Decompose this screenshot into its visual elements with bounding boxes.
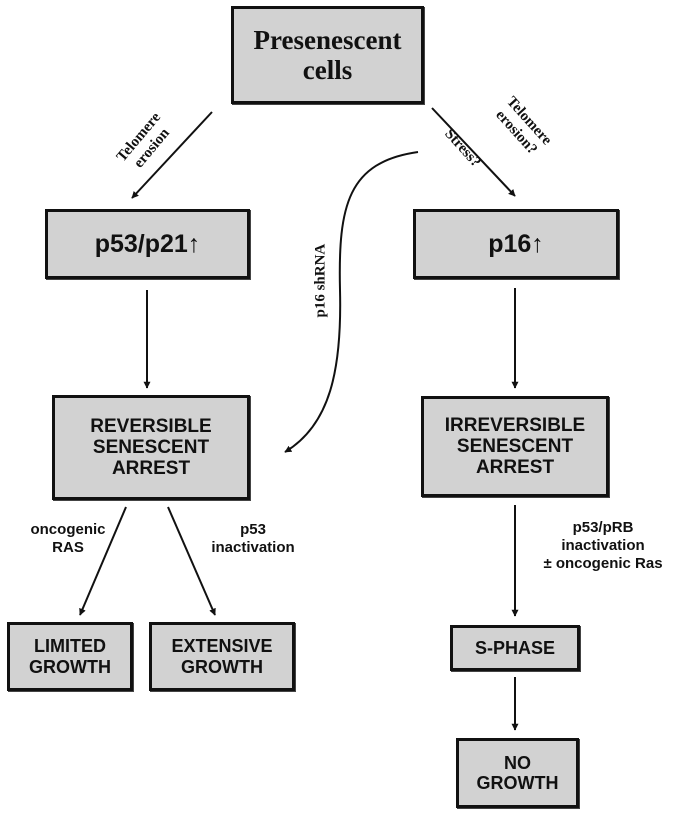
p53-prb-inactivation-label: p53/pRB inactivation ± oncogenic Ras (526, 519, 680, 573)
extensive-line-2: GROWTH (181, 656, 263, 677)
no-growth-line-2: GROWTH (476, 773, 559, 793)
oncogenic-ras-label: oncogenic RAS (18, 521, 118, 557)
presenescent-line-1: Presenescent (253, 24, 402, 55)
p53-p21-box: p53/p21↑ (45, 209, 250, 279)
extensive-line-1: EXTENSIVE (171, 636, 273, 657)
no-growth-line-1: NO (504, 752, 531, 773)
presenescent-line-2: cells (302, 55, 353, 85)
s-phase-label: S-PHASE (474, 637, 555, 658)
irreversible-line-2: SENESCENT (456, 435, 574, 457)
p53-prb-line-1: p53/pRB (572, 519, 634, 536)
p16-shrna-text: p16 shRNA (312, 243, 329, 318)
oncogenic-ras-line-1: oncogenic (30, 521, 106, 538)
irreversible-arrest-box: IRREVERSIBLE SENESCENT ARREST (421, 396, 609, 497)
p53-inactivation-line-2: inactivation (211, 539, 295, 556)
arrow-presenescent-to-p53p21 (131, 111, 213, 199)
p53-prb-line-3: ± oncogenic Ras (543, 555, 663, 572)
p53-p21-label: p53/p21↑ (94, 230, 201, 258)
reversible-line-2: SENESCENT (92, 436, 210, 458)
p16-box: p16↑ (413, 209, 619, 279)
oncogenic-ras-line-2: RAS (52, 539, 84, 556)
extensive-growth-box: EXTENSIVE GROWTH (149, 622, 295, 691)
p16-shrna-label: p16 shRNA (312, 236, 329, 326)
limited-line-1: LIMITED (34, 636, 106, 657)
limited-line-2: GROWTH (29, 656, 111, 677)
p16-label: p16↑ (488, 230, 544, 258)
reversible-arrest-box: REVERSIBLE SENESCENT ARREST (52, 395, 250, 500)
arrow-reversible-to-extensive (167, 506, 216, 616)
irreversible-line-1: IRREVERSIBLE (444, 414, 586, 436)
reversible-line-1: REVERSIBLE (90, 415, 212, 437)
arrow-p16-shrna-curve (284, 151, 419, 453)
arrow-reversible-to-limited (79, 506, 127, 616)
p53-prb-line-2: inactivation (561, 537, 645, 554)
p53-inactivation-label: p53 inactivation (198, 521, 308, 557)
limited-growth-box: LIMITED GROWTH (7, 622, 133, 691)
reversible-line-3: ARREST (111, 458, 191, 480)
no-growth-box: NO GROWTH (456, 738, 579, 808)
s-phase-box: S-PHASE (450, 625, 580, 671)
presenescent-cells-box: Presenescent cells (231, 6, 424, 104)
irreversible-line-3: ARREST (475, 457, 555, 479)
p53-inactivation-line-1: p53 (240, 521, 266, 538)
arrow-presenescent-to-p16 (431, 107, 516, 197)
